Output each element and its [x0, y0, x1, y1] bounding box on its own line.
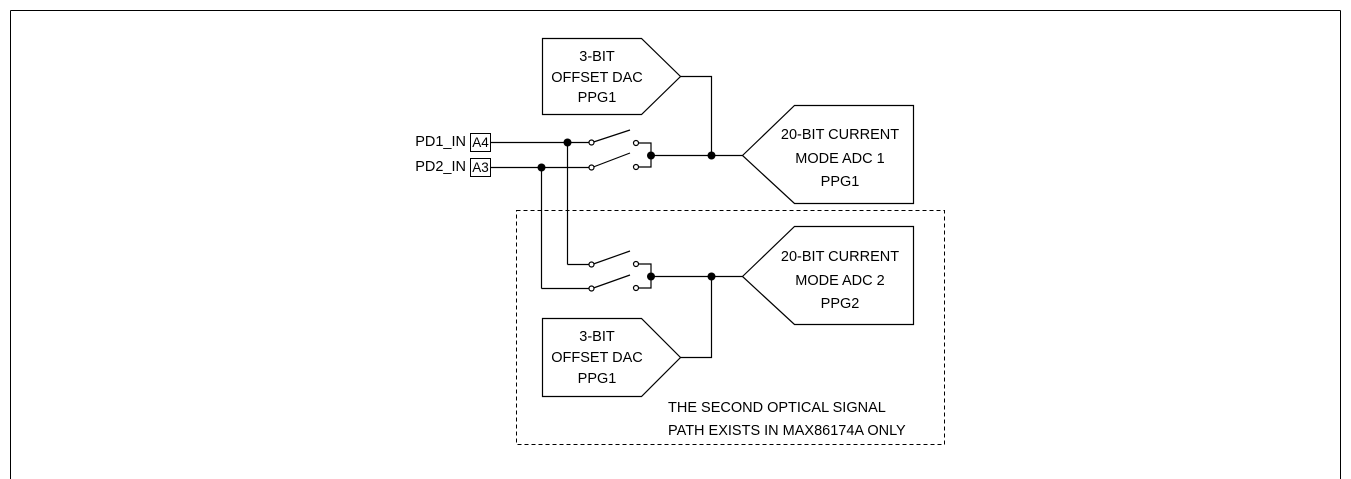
note-line2: PATH EXISTS IN MAX86174A ONLY [668, 423, 906, 439]
offset-dac-bottom-line3: PPG1 [578, 371, 617, 387]
offset-dac-top: 3-BIT OFFSET DAC PPG1 [541, 37, 682, 116]
adc-2-line2: MODE ADC 2 [795, 273, 884, 289]
input-pd1-label: PD1_IN [415, 134, 466, 150]
adc-1-line2: MODE ADC 1 [795, 151, 884, 167]
junction-dots [537, 138, 716, 281]
adc-1: 20-BIT CURRENT MODE ADC 1 PPG1 [741, 104, 915, 205]
switch-top [588, 129, 640, 171]
adc-2: 20-BIT CURRENT MODE ADC 2 PPG2 [741, 225, 915, 326]
figure-frame [10, 10, 1341, 479]
second-path-note: THE SECOND OPTICAL SIGNAL PATH EXISTS IN… [668, 400, 906, 439]
input-pd2-label: PD2_IN [415, 159, 466, 175]
pin-a4-label: A4 [472, 135, 489, 150]
wires [490, 75, 743, 359]
switch-bottom [588, 250, 640, 292]
adc-2-line1: 20-BIT CURRENT [781, 249, 899, 265]
second-path-region [516, 210, 945, 445]
input-pd1: PD1_IN A4 [415, 133, 491, 152]
offset-dac-bottom-line2: OFFSET DAC [551, 350, 643, 366]
offset-dac-top-line2: OFFSET DAC [551, 70, 643, 86]
note-line1: THE SECOND OPTICAL SIGNAL [668, 400, 886, 416]
adc-1-line3: PPG1 [821, 174, 860, 190]
offset-dac-top-line3: PPG1 [578, 90, 617, 106]
pin-a3-label: A3 [472, 160, 489, 175]
adc-2-line3: PPG2 [821, 296, 860, 312]
offset-dac-bottom-line1: 3-BIT [579, 329, 615, 345]
input-pd2: PD2_IN A3 [415, 158, 491, 177]
offset-dac-bottom: 3-BIT OFFSET DAC PPG1 [541, 317, 682, 398]
adc-1-line1: 20-BIT CURRENT [781, 127, 899, 143]
offset-dac-top-line1: 3-BIT [579, 49, 615, 65]
